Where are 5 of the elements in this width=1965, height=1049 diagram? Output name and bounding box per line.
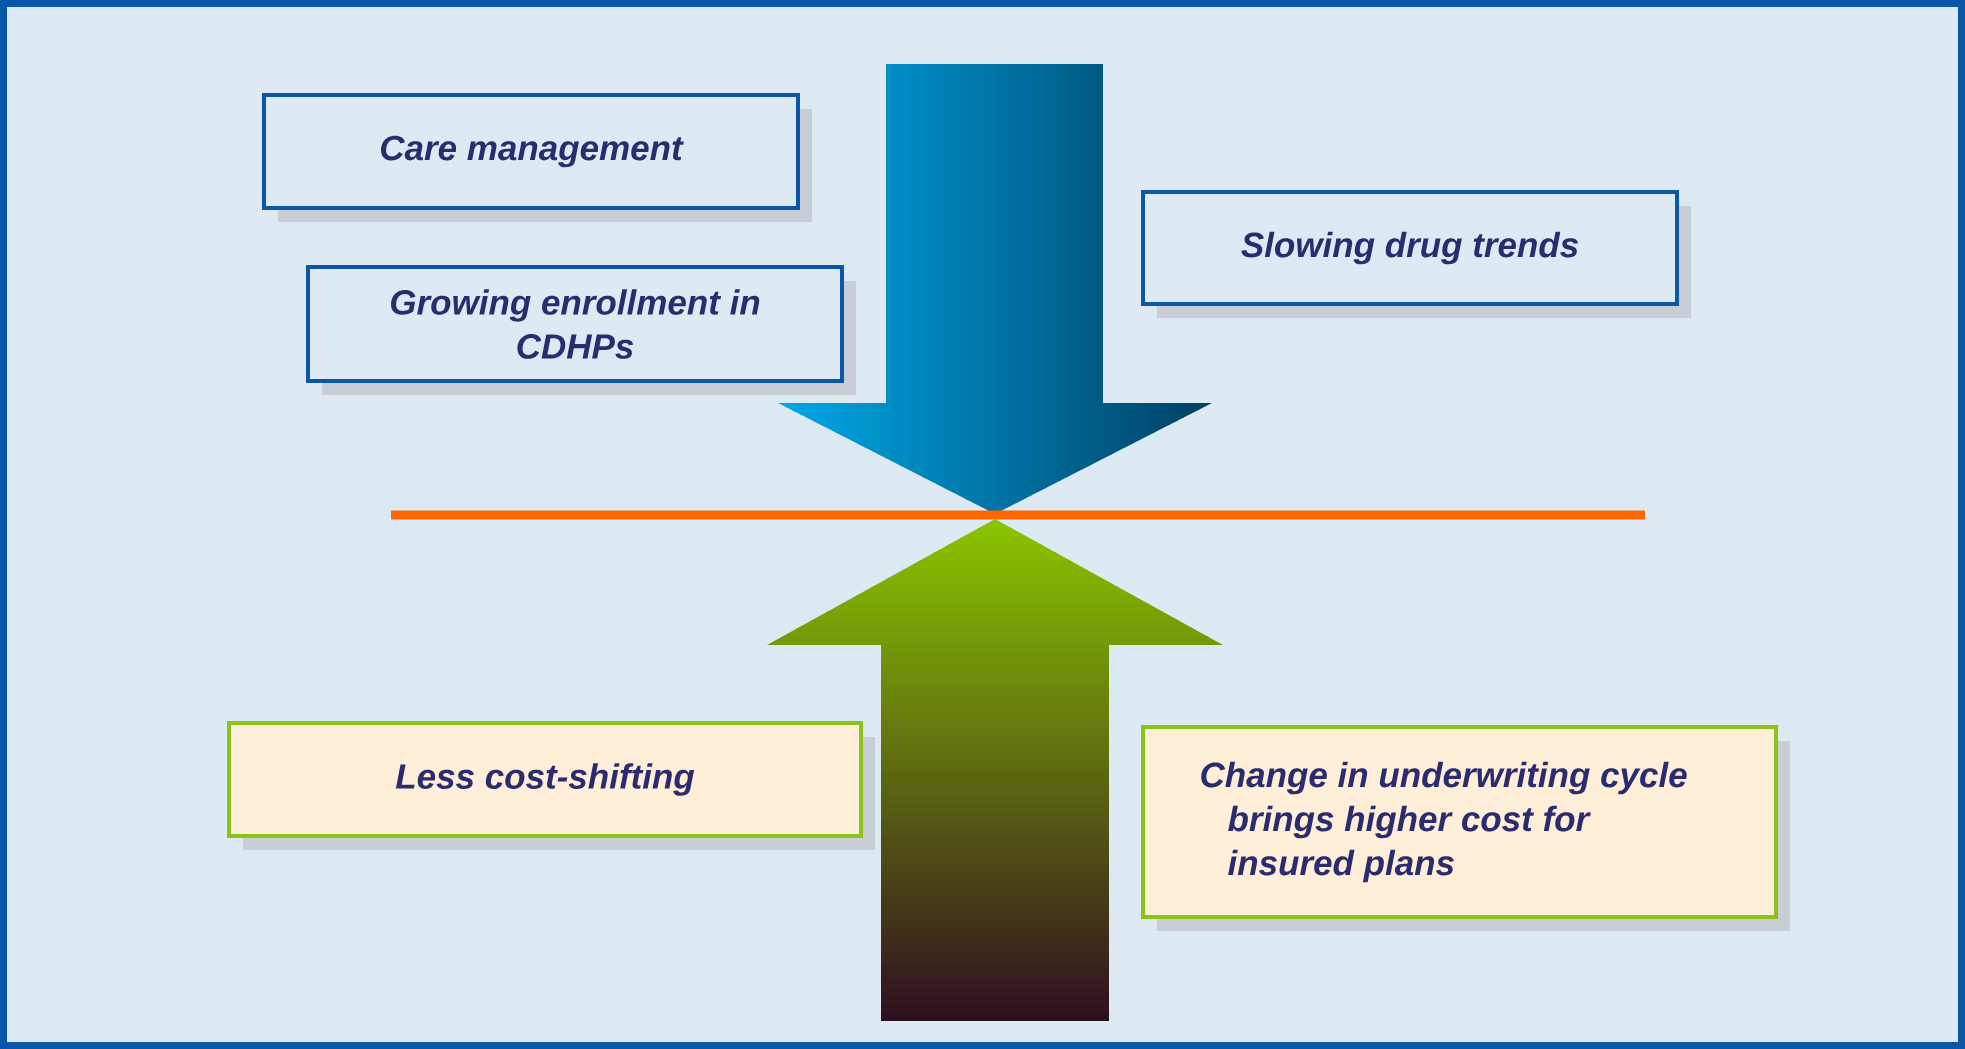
text-box: Slowing drug trends: [1141, 190, 1691, 318]
text-box: Less cost-shifting: [227, 721, 875, 850]
text-box: Growing enrollment in CDHPs: [306, 265, 856, 395]
text-box: Change in underwriting cycle brings higher cost for insured plans: [1141, 725, 1790, 931]
text-box: Care management: [262, 93, 812, 222]
